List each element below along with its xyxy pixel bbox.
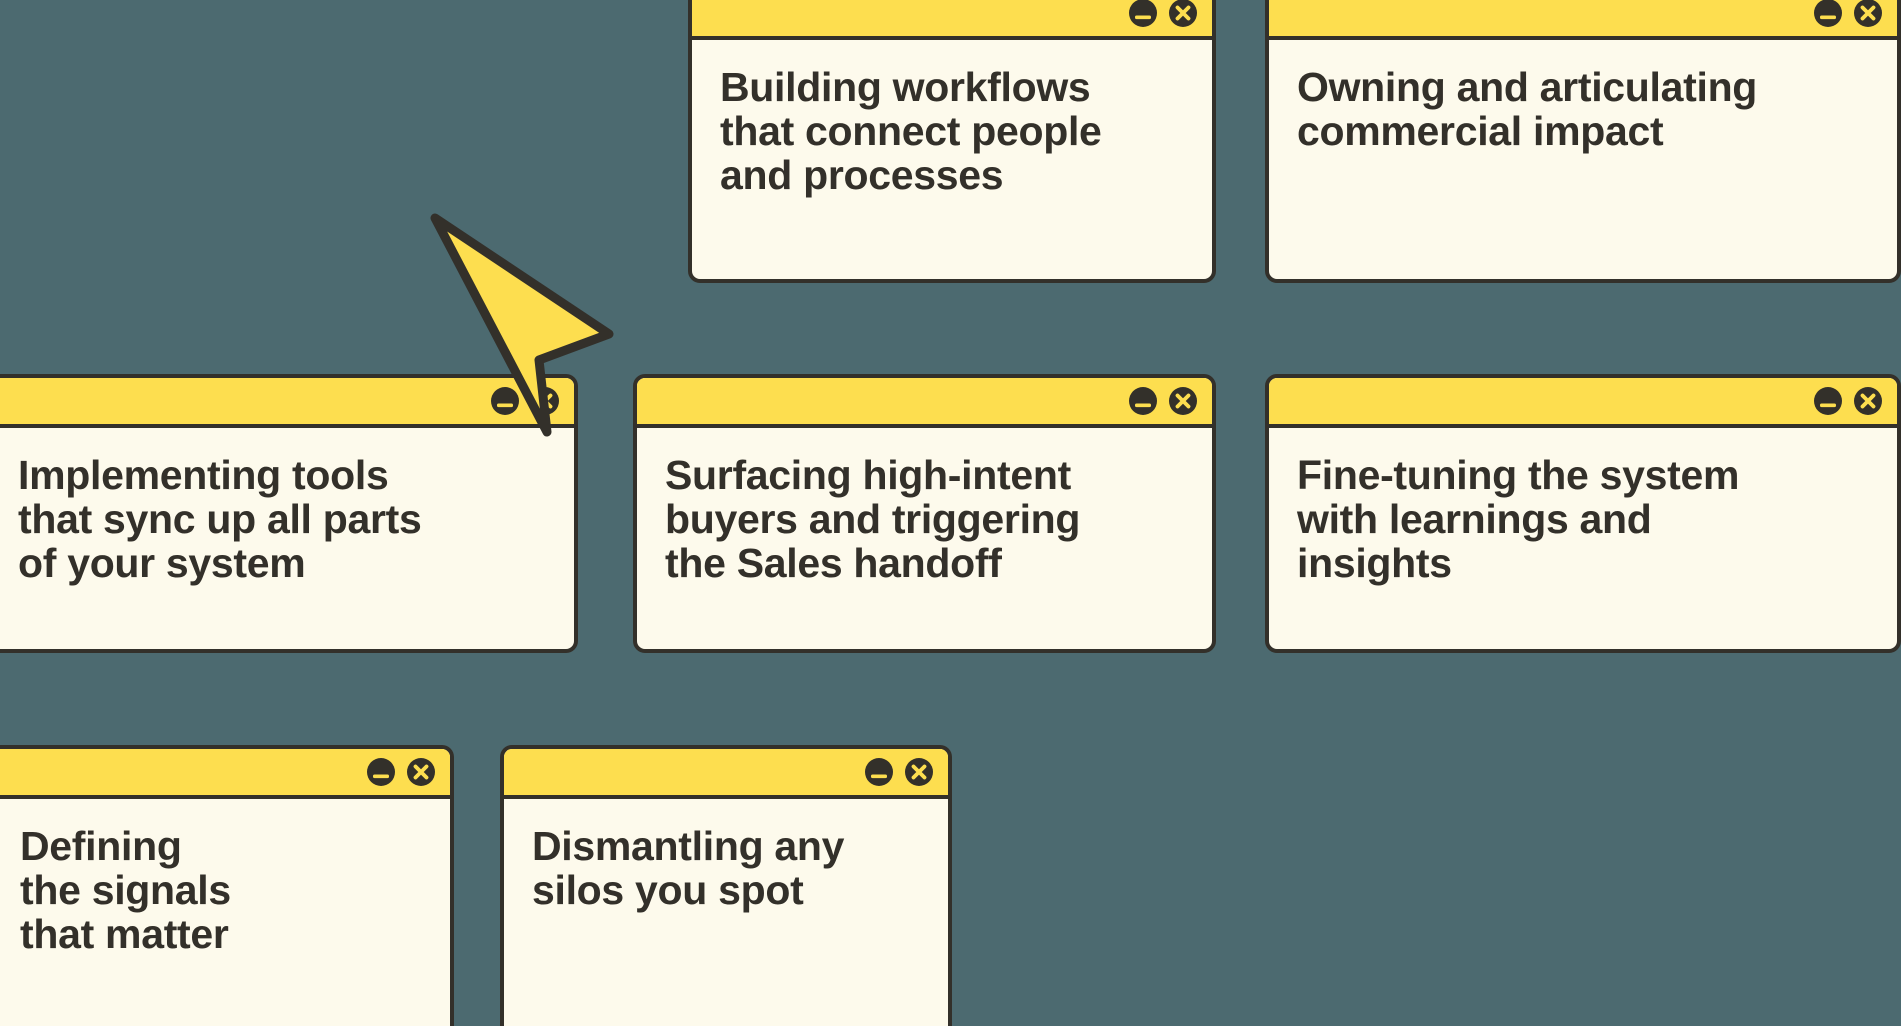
window-card-building-workflows[interactable]: Building workflows that connect people a… — [688, 0, 1216, 283]
minimize-circle-icon-fine-tuning-the-system[interactable] — [1813, 386, 1843, 416]
window-titlebar-dismantling-silos[interactable] — [504, 749, 948, 799]
window-body-surfacing-high-intent-buyers: Surfacing high-intent buyers and trigger… — [637, 428, 1212, 649]
window-titlebar-building-workflows[interactable] — [692, 0, 1212, 40]
minimize-circle-icon-building-workflows[interactable] — [1128, 0, 1158, 28]
minimize-circle-icon-dismantling-silos[interactable] — [864, 757, 894, 787]
window-body-building-workflows: Building workflows that connect people a… — [692, 40, 1212, 279]
minimize-circle-icon-implementing-tools[interactable] — [490, 386, 520, 416]
window-card-title-defining-the-signals: Defining the signals that matter — [20, 823, 231, 957]
window-body-owning-commercial-impact: Owning and articulating commercial impac… — [1269, 40, 1897, 279]
minimize-circle-icon-surfacing-high-intent-buyers[interactable] — [1128, 386, 1158, 416]
window-card-dismantling-silos[interactable]: Dismantling any silos you spot — [500, 745, 952, 1026]
close-circle-icon-owning-commercial-impact[interactable] — [1853, 0, 1883, 28]
window-card-title-implementing-tools: Implementing tools that sync up all part… — [18, 452, 422, 586]
window-card-title-dismantling-silos: Dismantling any silos you spot — [532, 823, 845, 913]
close-circle-icon-defining-the-signals[interactable] — [406, 757, 436, 787]
window-card-title-owning-commercial-impact: Owning and articulating commercial impac… — [1297, 64, 1758, 154]
minimize-circle-icon-defining-the-signals[interactable] — [366, 757, 396, 787]
window-body-fine-tuning-the-system: Fine-tuning the system with learnings an… — [1269, 428, 1897, 649]
window-card-owning-commercial-impact[interactable]: Owning and articulating commercial impac… — [1265, 0, 1901, 283]
window-body-implementing-tools: Implementing tools that sync up all part… — [0, 428, 574, 649]
close-circle-icon-dismantling-silos[interactable] — [904, 757, 934, 787]
window-titlebar-owning-commercial-impact[interactable] — [1269, 0, 1897, 40]
window-body-defining-the-signals: Defining the signals that matter — [0, 799, 450, 1026]
minimize-circle-icon-owning-commercial-impact[interactable] — [1813, 0, 1843, 28]
window-card-defining-the-signals[interactable]: Defining the signals that matter — [0, 745, 454, 1026]
window-card-fine-tuning-the-system[interactable]: Fine-tuning the system with learnings an… — [1265, 374, 1901, 653]
window-card-implementing-tools[interactable]: Implementing tools that sync up all part… — [0, 374, 578, 653]
window-titlebar-implementing-tools[interactable] — [0, 378, 574, 428]
window-titlebar-defining-the-signals[interactable] — [0, 749, 450, 799]
close-circle-icon-building-workflows[interactable] — [1168, 0, 1198, 28]
close-circle-icon-implementing-tools[interactable] — [530, 386, 560, 416]
close-circle-icon-surfacing-high-intent-buyers[interactable] — [1168, 386, 1198, 416]
window-card-surfacing-high-intent-buyers[interactable]: Surfacing high-intent buyers and trigger… — [633, 374, 1216, 653]
window-body-dismantling-silos: Dismantling any silos you spot — [504, 799, 948, 1026]
window-card-title-surfacing-high-intent-buyers: Surfacing high-intent buyers and trigger… — [665, 452, 1081, 586]
window-card-title-building-workflows: Building workflows that connect people a… — [720, 64, 1102, 198]
window-titlebar-fine-tuning-the-system[interactable] — [1269, 378, 1897, 428]
window-card-title-fine-tuning-the-system: Fine-tuning the system with learnings an… — [1297, 452, 1740, 586]
window-titlebar-surfacing-high-intent-buyers[interactable] — [637, 378, 1212, 428]
close-circle-icon-fine-tuning-the-system[interactable] — [1853, 386, 1883, 416]
